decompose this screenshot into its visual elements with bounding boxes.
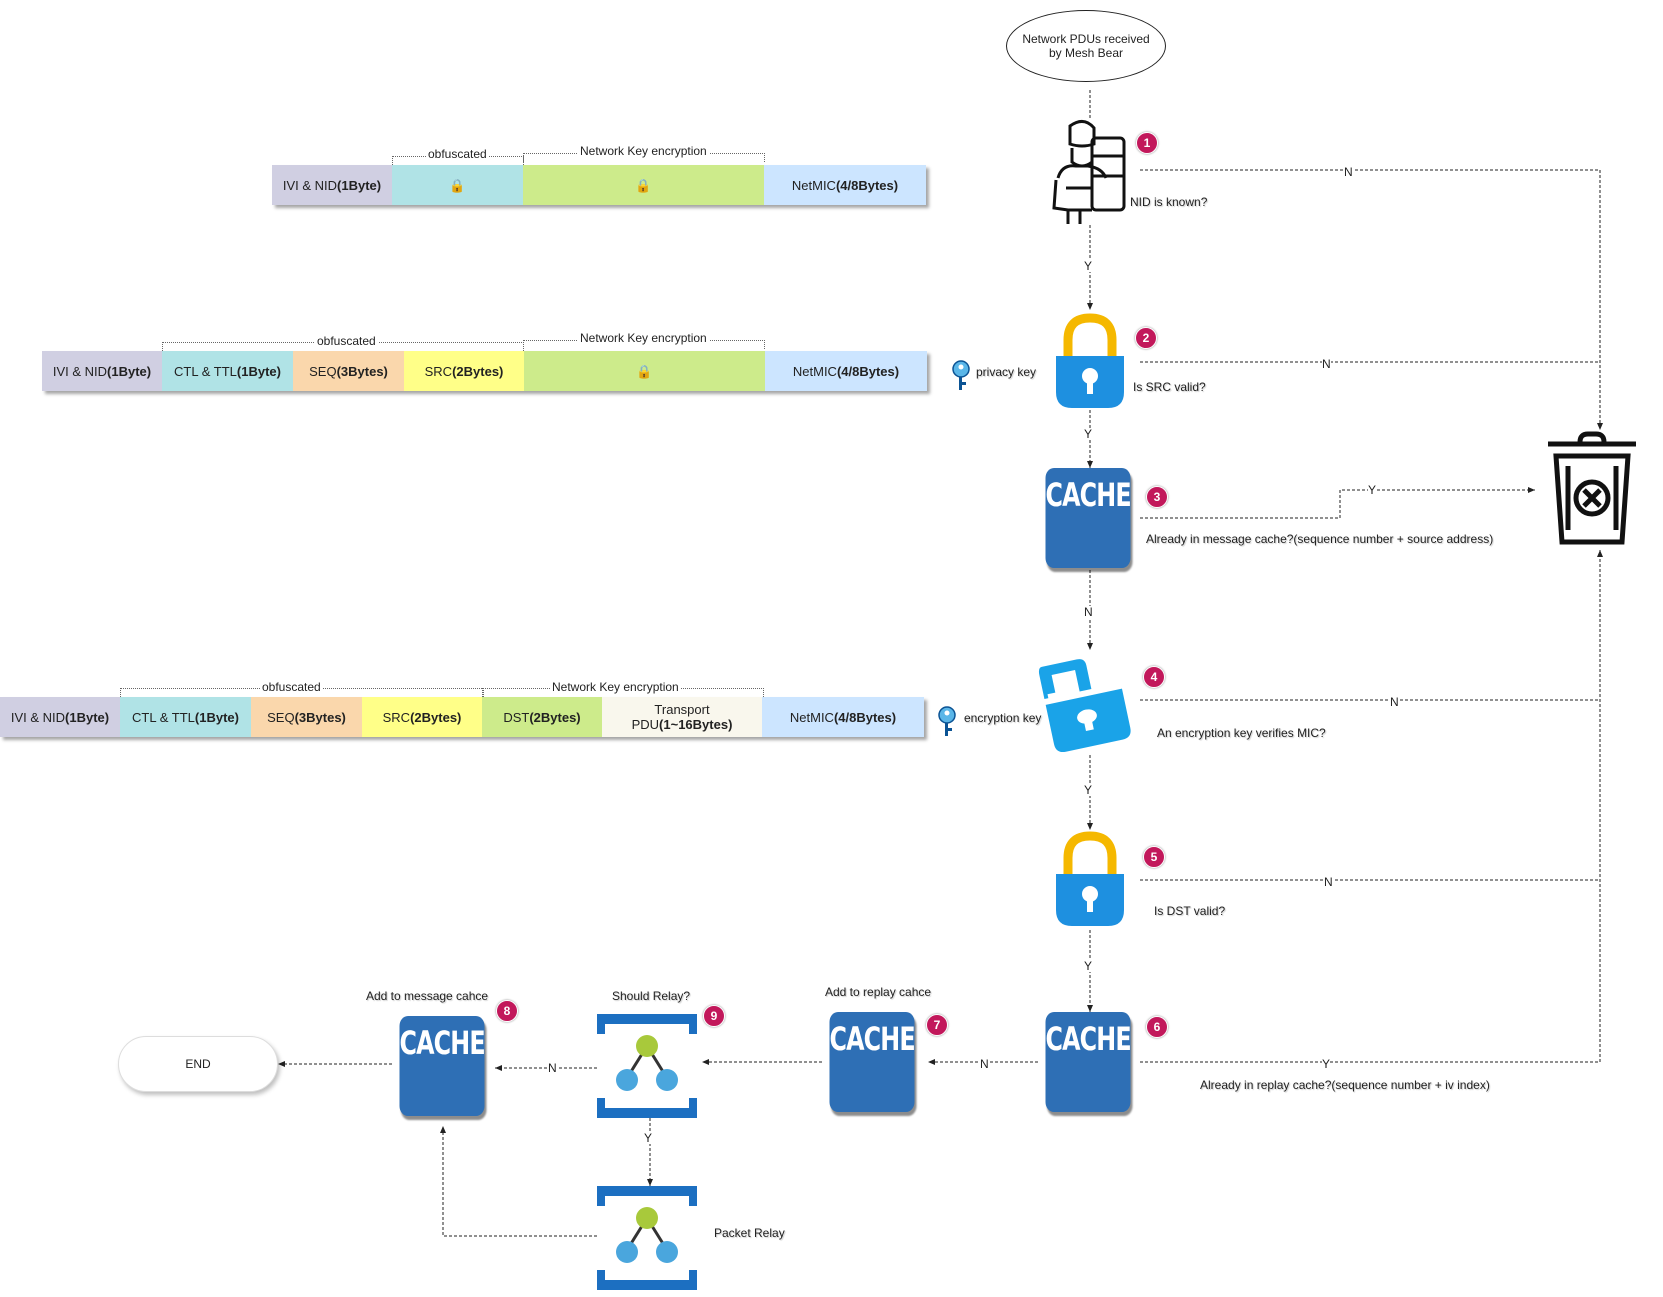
- padlock-icon: [1056, 831, 1124, 926]
- packet-relay-icon: [597, 1186, 697, 1290]
- edge-label-1-no: N: [1344, 165, 1353, 179]
- row3-obfuscated-label: obfuscated: [260, 680, 323, 694]
- row1-encrypted-field: 🔒: [523, 165, 764, 205]
- edge-label-1-yes: Y: [1084, 259, 1093, 273]
- end-label: END: [185, 1057, 211, 1071]
- edge-label-6-no: N: [980, 1057, 989, 1071]
- row1-netkey-label: Network Key encryption: [578, 144, 709, 158]
- edge-label-5-no: N: [1324, 875, 1333, 889]
- pdu-row-2: IVI & NID(1Byte) CTL & TTL(1Byte) SEQ(3B…: [42, 351, 927, 391]
- row2-obfuscated-label: obfuscated: [315, 334, 378, 348]
- edge-label-6-yes: Y: [1322, 1057, 1331, 1071]
- row2-ctl-field: CTL & TTL(1Byte): [162, 351, 293, 391]
- step9-question: Should Relay?: [612, 989, 691, 1003]
- packet-relay-label: Packet Relay: [714, 1226, 785, 1240]
- step-badge-8: 8: [496, 1000, 518, 1022]
- lock-icon: 🔒: [449, 177, 466, 193]
- row3-seq-field: SEQ(3Bytes): [251, 697, 362, 737]
- relay-decision-icon: [597, 1014, 697, 1118]
- edge-label-2-no: N: [1322, 357, 1331, 371]
- row3-mic-field: NetMIC(4/8Bytes): [762, 697, 924, 737]
- row1-mic-field: NetMIC(4/8Bytes): [764, 165, 926, 205]
- message-cache-check: CACHE: [1045, 468, 1132, 568]
- end-node: END: [118, 1036, 278, 1092]
- edge-1-trash: [1140, 169, 1603, 430]
- step8-label: Add to message cahce: [366, 989, 489, 1003]
- step2-question: Is SRC valid?: [1133, 380, 1206, 394]
- row1-ivi-field: IVI & NID(1Byte): [272, 165, 392, 205]
- row3-dst-field: DST(2Bytes): [482, 697, 602, 737]
- row3-src-field: SRC(2Bytes): [362, 697, 482, 737]
- padlock-icon: [1056, 313, 1124, 408]
- edge-label-3-no: N: [1084, 605, 1093, 619]
- step-badge-9: 9: [703, 1005, 725, 1027]
- row2-encrypted-field: 🔒: [524, 351, 765, 391]
- step1-question: NID is known?: [1130, 195, 1208, 209]
- start-node: Network PDUs received by Mesh Bear: [1006, 10, 1166, 82]
- replay-cache-check: CACHE: [1045, 1012, 1132, 1112]
- row1-obfuscated-label: obfuscated: [426, 147, 489, 161]
- step3-question: Already in message cache?(sequence numbe…: [1146, 532, 1494, 546]
- trash-discard-icon: [1548, 431, 1636, 545]
- step-badge-4: 4: [1143, 666, 1165, 688]
- step-badge-2: 2: [1135, 327, 1157, 349]
- privacy-key-icon: [952, 360, 970, 390]
- row1-obfuscated-field: 🔒: [392, 165, 523, 205]
- edge-label-5-yes: Y: [1084, 959, 1093, 973]
- privacy-key-label: privacy key: [976, 365, 1037, 379]
- start-label: Network PDUs received by Mesh Bear: [1022, 32, 1150, 60]
- encryption-key-label: encryption key: [964, 711, 1042, 725]
- pdu-row-1: IVI & NID(1Byte) 🔒 🔒 NetMIC(4/8Bytes): [272, 165, 926, 205]
- add-replay-cache: CACHE: [829, 1012, 916, 1112]
- encryption-key-icon: [938, 706, 956, 736]
- step4-question: An encryption key verifies MIC?: [1157, 726, 1326, 740]
- row3-netkey-label: Network Key encryption: [550, 680, 681, 694]
- edge-6-trash: [1140, 550, 1603, 1063]
- edge-relay-8: [440, 1126, 597, 1237]
- step7-label: Add to replay cahce: [825, 985, 932, 999]
- row3-ctl-field: CTL & TTL(1Byte): [120, 697, 251, 737]
- step-badge-5: 5: [1143, 846, 1165, 868]
- edge-label-2-yes: Y: [1084, 427, 1093, 441]
- step6-question: Already in replay cache?(sequence number…: [1200, 1078, 1490, 1092]
- row3-ivi-field: IVI & NID(1Byte): [0, 697, 120, 737]
- step-badge-1: 1: [1136, 132, 1158, 154]
- edge-3-trash: [1140, 487, 1535, 519]
- row2-src-field: SRC(2Bytes): [404, 351, 524, 391]
- row2-netkey-label: Network Key encryption: [578, 331, 709, 345]
- add-message-cache: CACHE: [399, 1016, 486, 1116]
- edge-label-9-no: N: [548, 1061, 557, 1075]
- row2-mic-field: NetMIC(4/8Bytes): [765, 351, 927, 391]
- row2-seq-field: SEQ(3Bytes): [293, 351, 404, 391]
- guard-icon: [1052, 120, 1126, 224]
- unlocked-padlock-icon: [1038, 659, 1131, 753]
- step5-question: Is DST valid?: [1154, 904, 1226, 918]
- edge-label-3-yes: Y: [1368, 483, 1377, 497]
- step-badge-7: 7: [926, 1014, 948, 1036]
- edge-label-4-yes: Y: [1084, 783, 1093, 797]
- edge-label-4-no: N: [1390, 695, 1399, 709]
- lock-icon: 🔒: [635, 177, 652, 193]
- lock-icon: 🔒: [636, 363, 653, 379]
- edge-label-9-yes: Y: [644, 1131, 653, 1145]
- step-badge-3: 3: [1146, 486, 1168, 508]
- pdu-row-3: IVI & NID(1Byte) CTL & TTL(1Byte) SEQ(3B…: [0, 697, 924, 737]
- step-badge-6: 6: [1146, 1016, 1168, 1038]
- row2-ivi-field: IVI & NID(1Byte): [42, 351, 162, 391]
